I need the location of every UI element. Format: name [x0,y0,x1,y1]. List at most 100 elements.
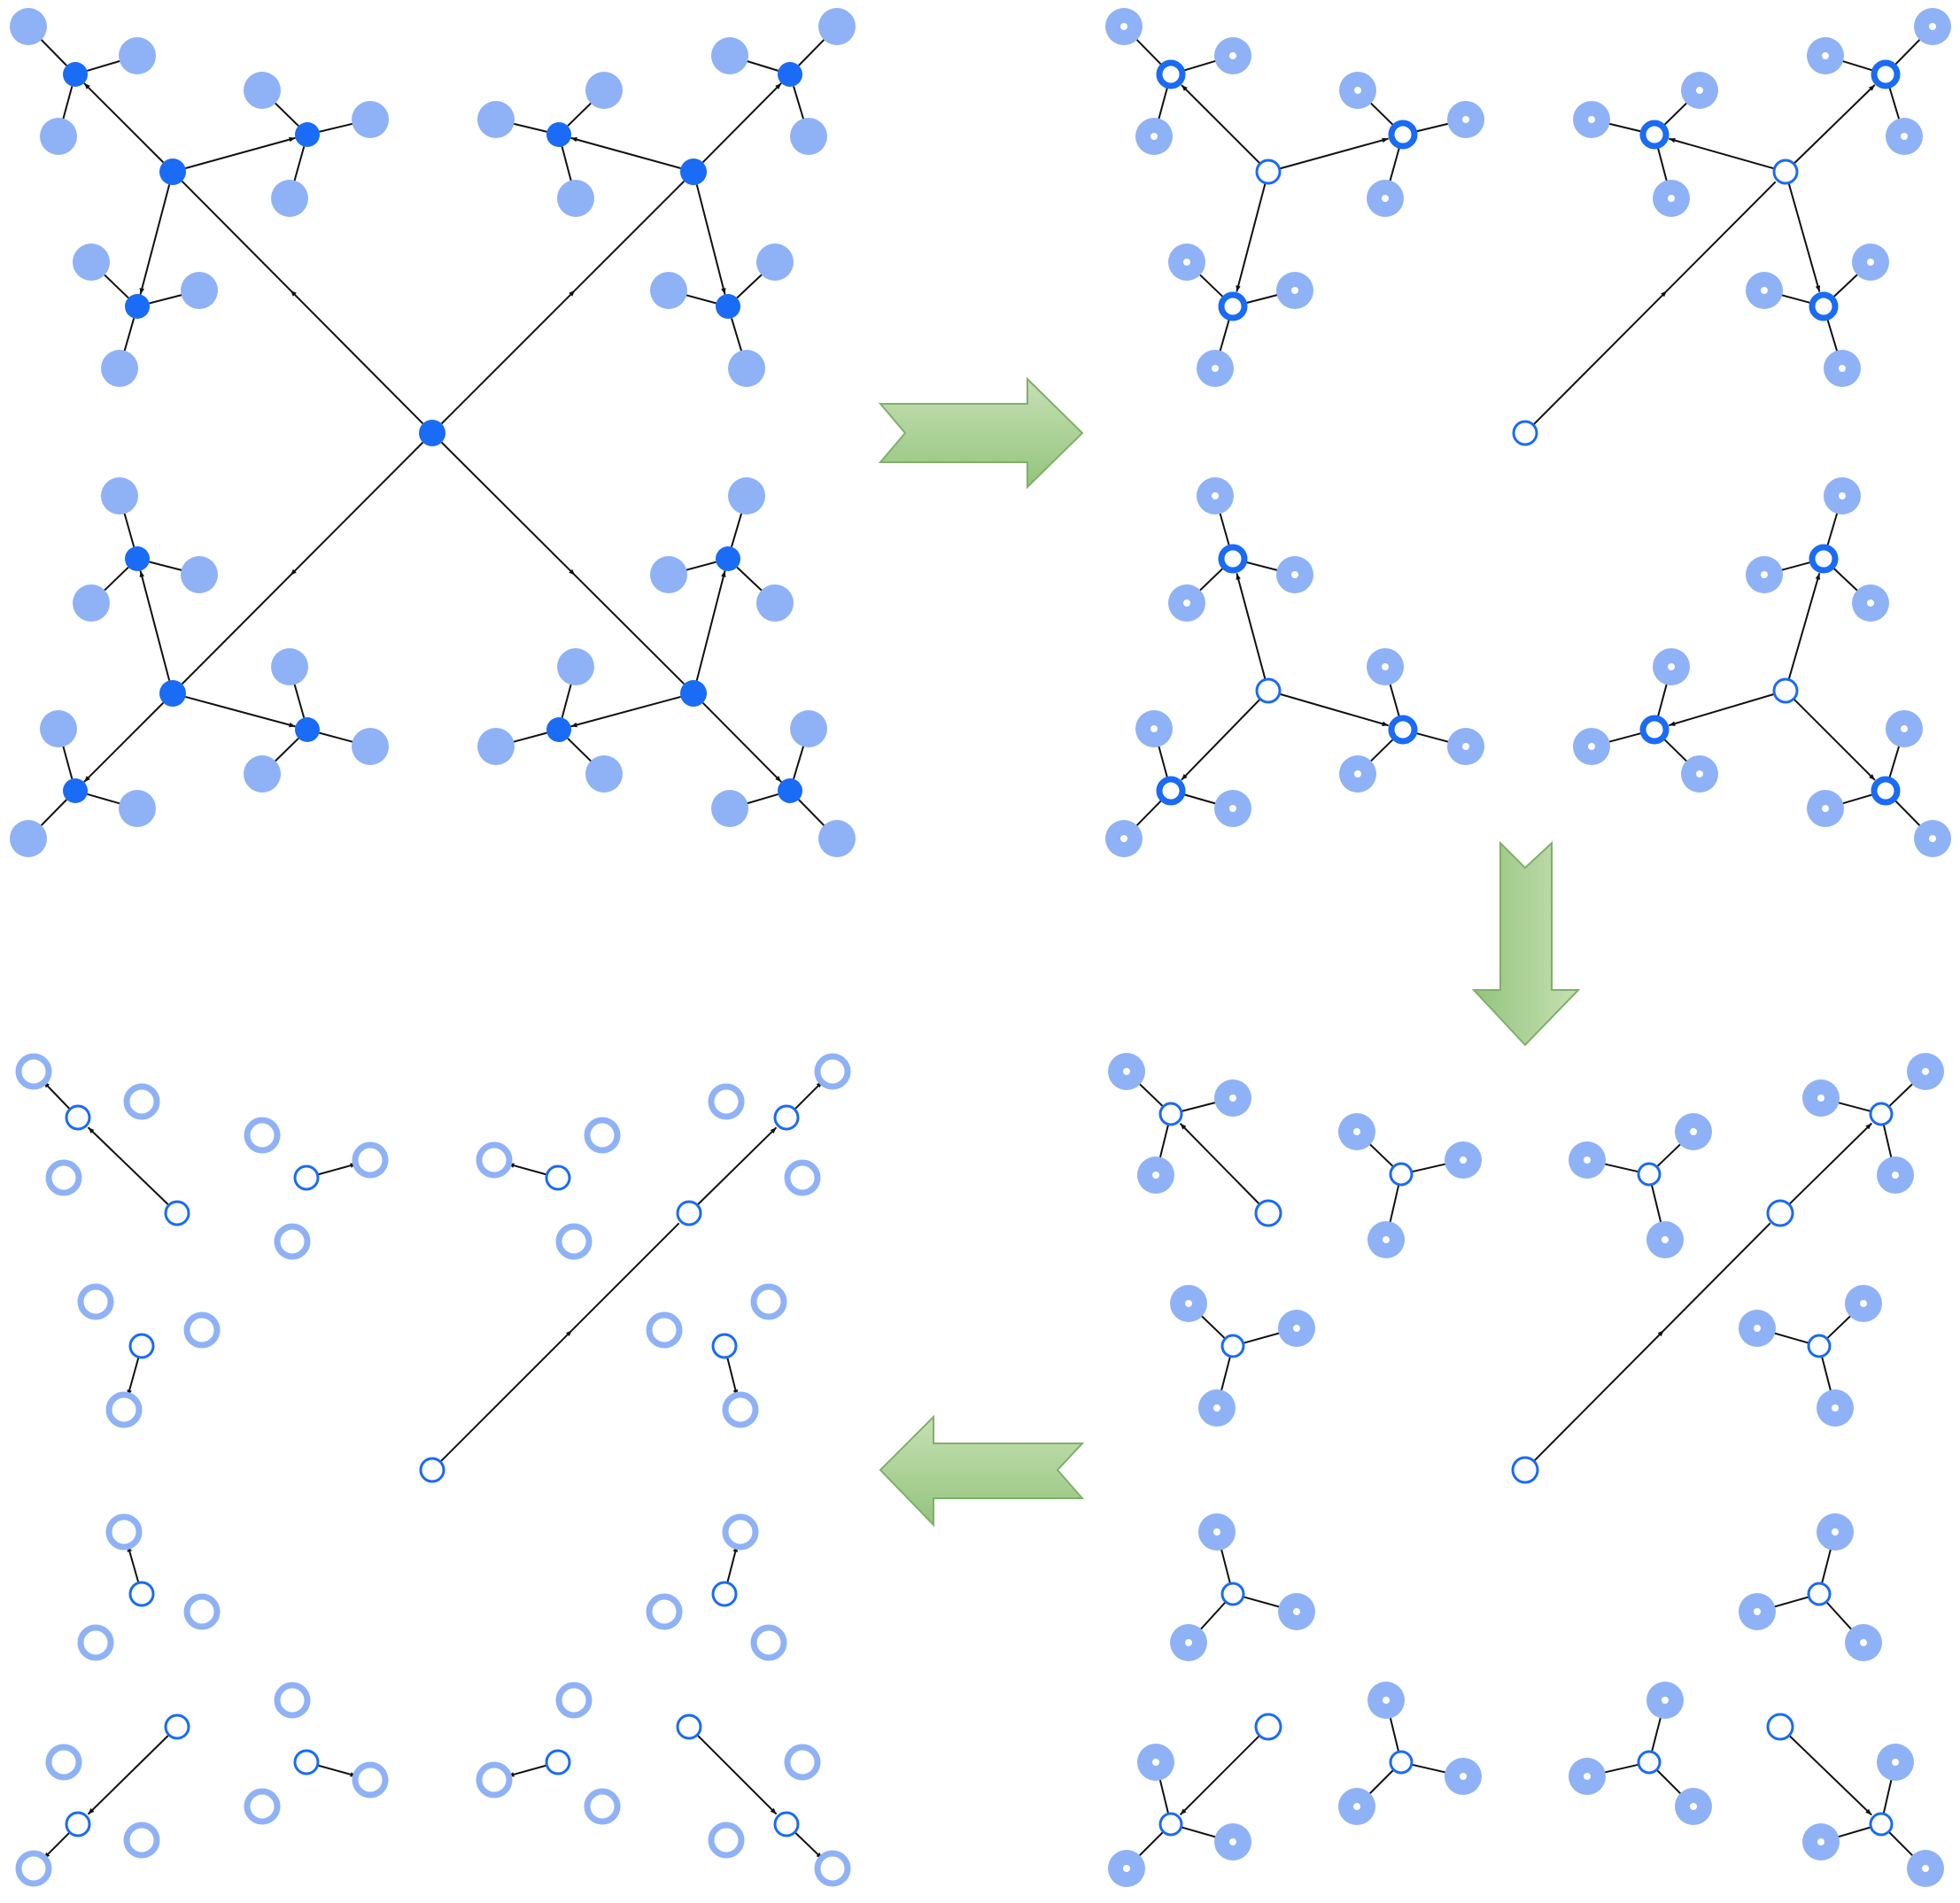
p2-leaf-center [1867,259,1874,266]
p4-leaf-ring [244,1117,281,1154]
p3-leaf-center [1353,1803,1360,1810]
p3-mid-ring [1254,1199,1282,1227]
p2-leaf-center [1696,87,1703,94]
p1-leaf-node [40,710,77,747]
p1-hub-node [63,62,88,87]
p3-leaf-center [1860,1300,1867,1307]
p1-edge-mid-hub [83,82,165,164]
p4-leaf-ring [584,1117,621,1154]
p3-mid-ring [1254,1713,1282,1741]
p2-hub-ring [1156,59,1186,89]
p2-leaf-center [1212,492,1219,499]
p4-edge-root [440,1222,680,1462]
p3-leaf-center [1185,1300,1192,1307]
p1-leaf-node [477,728,515,765]
p1-leaf-node [790,710,827,747]
p4-leaf-ring [722,1513,759,1551]
p2-leaf-center [1822,805,1829,812]
p3-hub-ring [1637,1162,1662,1187]
p2-edge-mid-hub [1181,84,1260,164]
transition-arrow-left [879,1414,1085,1528]
p2-leaf-center [1382,663,1389,670]
p2-leaf-center [1291,287,1298,294]
p4-leaf-ring [244,1788,281,1825]
p1-leaf-node [711,790,748,827]
p1-edge-mid-hub [185,136,296,169]
p4-leaf-ring [105,1513,143,1551]
p2-leaf-center [1229,52,1236,59]
p3-leaf-center [1185,1639,1192,1646]
p3-hub-ring [1637,1750,1662,1775]
transition-arrow-down [1471,840,1581,1047]
p1-edge-root-BR [440,441,686,685]
p1-leaf-node [73,584,110,622]
p2-edge-mid-hub [1787,573,1821,679]
p4-node-ring [773,1104,800,1131]
p4-node-ring [293,1164,320,1191]
p4-edge [317,1764,357,1777]
p2-mid-ring [1772,677,1799,704]
p1-hub-node [778,778,802,803]
p3-leaf-center [1584,1773,1591,1780]
p4-leaf-ring [352,1141,389,1179]
p3-leaf-center [1892,1172,1899,1179]
p3-edge-mid-hub [1788,1735,1872,1816]
transition-arrow-right [878,376,1084,490]
p1-hub-node [546,717,571,742]
p4-edge [507,1163,547,1176]
p2-hub-ring [1218,544,1248,574]
p1-hub-node [546,122,571,147]
p2-edge-mid-hub [1280,692,1389,727]
p1-leaf-node [756,244,794,281]
p2-leaf-center [1929,23,1936,30]
p1-leaf-node [585,755,623,793]
p2-mid-ring [1255,677,1282,704]
p3-leaf-center [1922,1068,1929,1075]
p1-edge-mid-hub [139,184,171,295]
p2-leaf-center [1588,743,1595,750]
p1-edge-mid-hub [185,695,296,728]
p3-leaf-center [1353,1128,1360,1135]
p2-leaf-center [1291,571,1298,578]
p4-edge [794,1080,824,1110]
p1-leaf-node [244,72,281,109]
p4-leaf-ring [784,1159,821,1196]
p1-edge-mid-hub [570,136,681,169]
p3-edge-mid-hub [1179,1735,1260,1816]
p4-leaf-ring [646,1593,683,1630]
p1-leaf-node [10,8,47,45]
p1-leaf-node [818,820,856,857]
p1-leaf-node [728,477,765,514]
p4-leaf-ring [476,1141,513,1179]
p4-leaf-ring [722,1391,759,1428]
p1-mid-node [159,680,186,707]
p1-edge-root-BL [181,441,424,685]
nodes-layer [10,8,1951,1887]
transition-arrows-layer [878,376,1581,1528]
p1-leaf-node [119,37,156,74]
p4-edge [87,1126,170,1206]
p1-leaf-node [557,180,594,217]
p3-leaf-center [1460,1156,1467,1164]
p1-mid-node [680,159,707,185]
p3-leaf-center [1293,1608,1300,1615]
p3-leaf-center [1690,1803,1697,1810]
p1-leaf-node [181,272,218,309]
p2-edge-mid-hub [1280,137,1389,170]
p1-leaf-node [557,648,594,685]
p1-leaf-node [244,755,281,793]
p3-leaf-center [1213,1528,1220,1536]
p3-edge-root-tr [1533,1222,1771,1462]
p3-hub-ring [1869,1102,1894,1126]
p4-edge [43,1080,71,1110]
p2-edge-mid-hub [1669,693,1774,727]
p1-root-node [419,420,445,446]
p1-hub-node [63,778,88,803]
p1-mid-node [159,159,186,185]
p4-leaf-ring [750,1624,787,1661]
p1-leaf-node [728,350,765,387]
p3-leaf-center [1892,1759,1899,1766]
p2-leaf-center [1120,23,1127,30]
p4-edge [507,1764,547,1777]
